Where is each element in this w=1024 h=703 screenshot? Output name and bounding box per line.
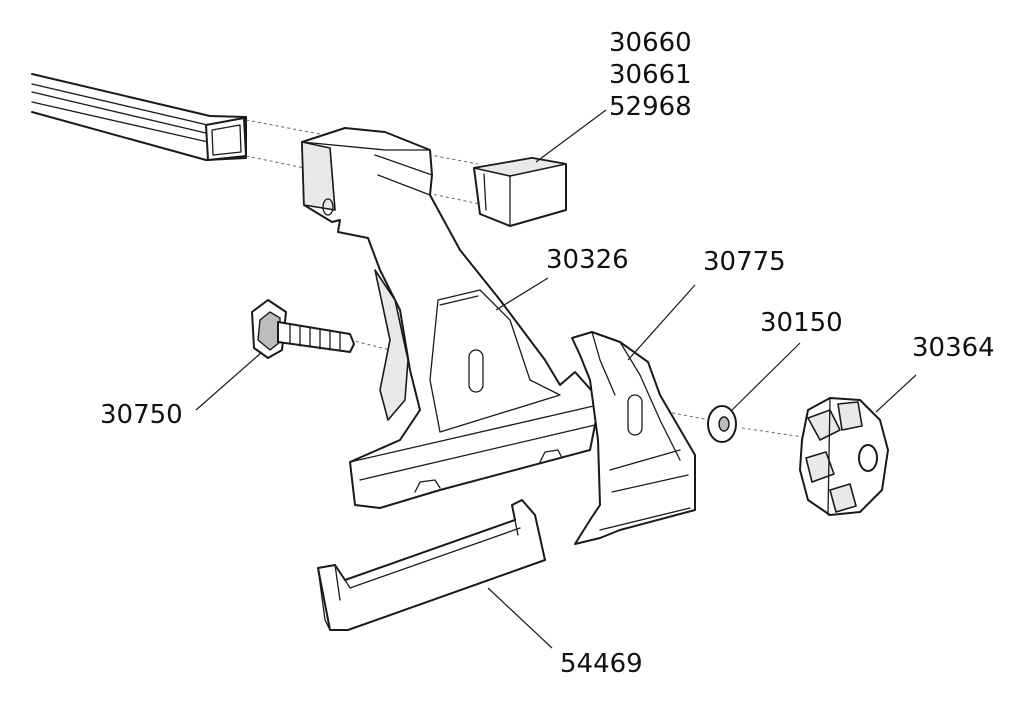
part-number-54469: 54469 [560,649,643,679]
part-number-30660: 30660 [609,28,692,58]
clamp-plate-part [571,331,696,545]
pad-part [317,499,546,631]
part-number-30326: 30326 [546,245,629,275]
part-number-30150: 30150 [760,308,843,338]
part-labels: 30660 30661 52968 30326 30775 30150 3036… [100,28,995,679]
washer-part [707,405,737,443]
end-cap-part [473,157,567,227]
part-number-30750: 30750 [100,400,183,430]
part-number-30775: 30775 [703,247,786,277]
part-number-30364: 30364 [912,333,995,363]
knob-part [799,397,889,516]
part-number-30661: 30661 [609,60,692,90]
leader-lines [195,109,917,649]
roof-bar [31,73,247,161]
foot-part [301,127,601,509]
part-number-52968: 52968 [609,92,692,122]
t-bolt-part [251,299,355,359]
